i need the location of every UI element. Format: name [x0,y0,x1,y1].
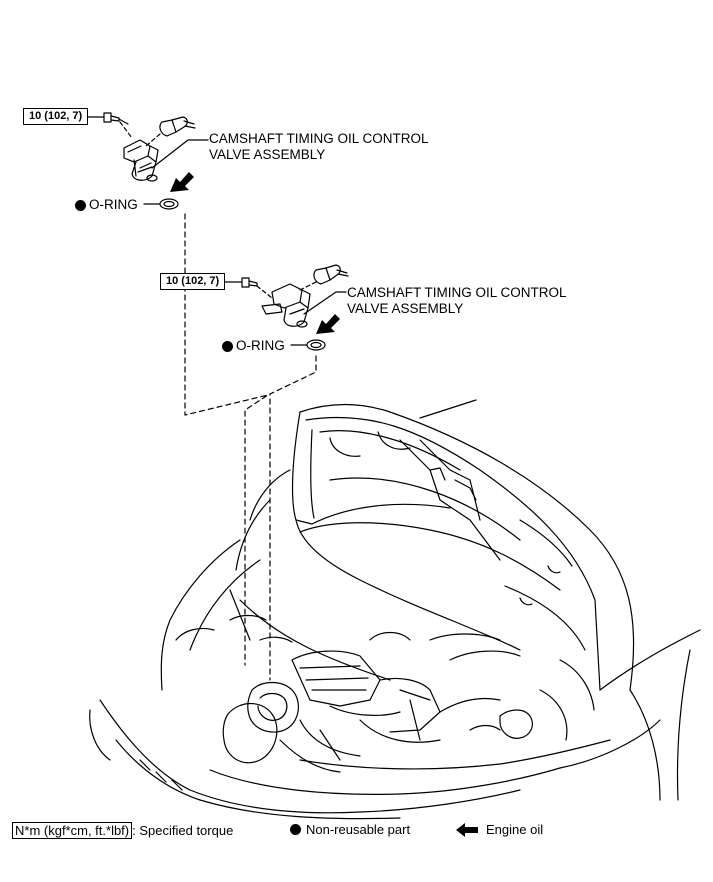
upper-valve-body [123,139,159,182]
upper-connector [159,116,196,137]
legend-nonreusable: Non-reusable part [290,822,410,837]
legend-engine-oil-text: Engine oil [486,822,544,837]
lower-oring-label: O-RING [236,338,285,353]
upper-oil-arrow [170,172,194,192]
legend: N*m (kgf*cm, ft.*lbf) : Specified torque… [12,822,702,844]
upper-valve-label: CAMSHAFT TIMING OIL CONTROL VALVE ASSEMB… [209,131,429,163]
upper-valve-leader [151,139,209,169]
legend-torque-text: : Specified torque [132,823,234,838]
lower-valve-body [261,283,311,328]
upper-bolt-dashed-line [119,121,133,139]
upper-connector-dashed-line [145,133,161,147]
lower-connector [313,264,349,285]
legend-nonreusable-text: Non-reusable part [306,822,411,837]
vehicle-illustration [89,399,701,820]
upper-oring-callout: O-RING [75,197,138,213]
lower-oil-arrow [316,314,340,334]
lower-oring [306,339,326,351]
non-reusable-dot-icon [75,199,86,211]
lower-valve-label: CAMSHAFT TIMING OIL CONTROL VALVE ASSEMB… [347,285,567,317]
upper-oring [159,198,179,210]
legend-torque: N*m (kgf*cm, ft.*lbf) : Specified torque [12,822,233,839]
upper-oring-label: O-RING [89,197,138,212]
non-reusable-dot-icon [290,824,301,835]
engine-oil-arrow-icon [456,822,478,837]
lower-valve-label-line2: VALVE ASSEMBLY [347,301,464,316]
non-reusable-dot-icon [222,340,233,352]
lower-routing-dashed-line [269,355,317,681]
legend-engine-oil: Engine oil [456,822,543,837]
upper-routing-dashed-line [184,213,269,666]
upper-bolt [103,112,129,125]
lower-bolt-dashed-line [256,285,273,299]
lower-oring-callout: O-RING [222,338,285,354]
lower-torque-spec: 10 (102, 7) [160,273,226,290]
upper-valve-label-line2: VALVE ASSEMBLY [209,147,326,162]
lower-bolt [241,277,258,288]
upper-torque-spec: 10 (102, 7) [23,108,89,125]
upper-valve-label-line1: CAMSHAFT TIMING OIL CONTROL [209,131,429,146]
lower-valve-leader [303,291,347,315]
lower-connector-dashed-line [299,281,317,291]
lower-valve-label-line1: CAMSHAFT TIMING OIL CONTROL [347,285,567,300]
legend-torque-unit: N*m (kgf*cm, ft.*lbf) [12,822,133,839]
